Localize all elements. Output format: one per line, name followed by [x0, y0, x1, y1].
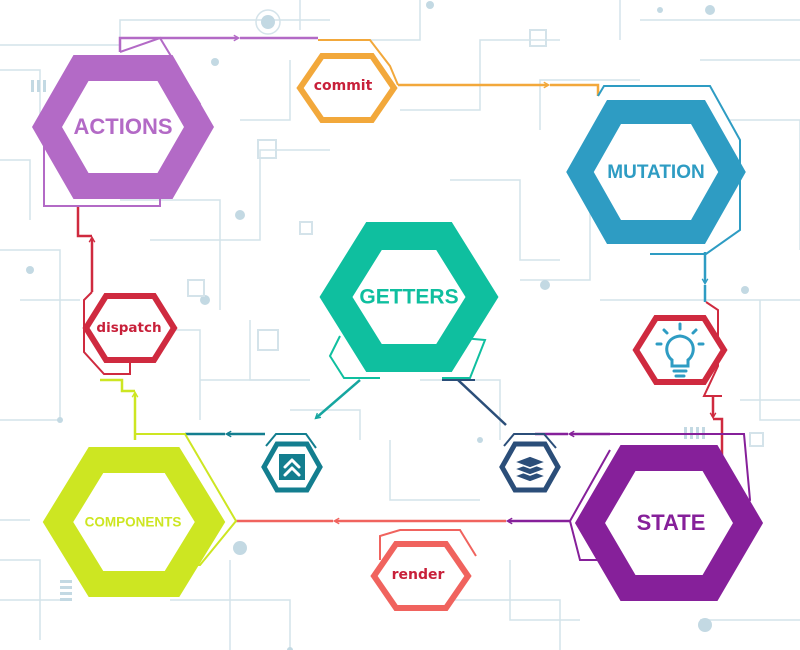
actions-node: ACTIONS	[31, 36, 215, 207]
mutation-label: MUTATION	[607, 162, 704, 183]
state-label: STATE	[637, 510, 706, 535]
actions-hexagon	[31, 55, 215, 199]
bulb-to-state-trail	[713, 417, 724, 460]
render-node: render	[370, 529, 477, 611]
render-hexagon	[370, 541, 472, 611]
getters-label: GETTERS	[359, 286, 458, 309]
components-hexagon	[42, 447, 226, 597]
render-outline	[379, 529, 477, 560]
commit-node: commit	[296, 39, 399, 123]
actions-label: ACTIONS	[74, 114, 173, 139]
components-to-dispatch-trail	[100, 378, 135, 393]
getters-to-left-icon-line	[316, 379, 361, 418]
getters-hexagon	[319, 222, 499, 372]
right-getter-outline	[503, 433, 557, 449]
getters-to-right-icon-line	[457, 379, 507, 426]
getters-outline	[328, 335, 380, 379]
bulb-hexagon	[632, 315, 728, 385]
components-label: COMPONENTS	[85, 515, 182, 530]
bulb-outline	[702, 301, 722, 397]
bulb-node	[632, 301, 728, 397]
mutation-node: MUTATION	[566, 85, 746, 255]
left-getter-outline	[265, 433, 317, 449]
commit-label: commit	[314, 78, 373, 94]
commit-outline	[318, 39, 399, 86]
render-label: render	[392, 567, 445, 583]
right-getter-node	[499, 433, 561, 493]
commit-to-mutation-trail	[550, 83, 600, 96]
left-getter-node	[261, 433, 323, 493]
mutation-hexagon	[566, 100, 746, 244]
components-node: COMPONENTS	[42, 433, 238, 597]
getters-node: GETTERS	[319, 222, 499, 379]
dispatch-outline	[83, 291, 131, 375]
lightbulb-icon	[655, 322, 705, 378]
layers-stack-icon	[513, 455, 547, 483]
state-hexagon	[574, 445, 764, 601]
actions-to-commit-arrow	[118, 38, 238, 52]
state-node: STATE	[568, 433, 764, 601]
dispatch-to-actions-trail	[76, 206, 92, 238]
double-chevron-up-icon	[283, 458, 301, 477]
dispatch-hexagon	[82, 293, 178, 363]
commit-hexagon	[296, 53, 398, 123]
mutation-outline	[597, 85, 741, 255]
dispatch-label: dispatch	[96, 320, 161, 336]
dispatch-node: dispatch	[82, 291, 178, 375]
